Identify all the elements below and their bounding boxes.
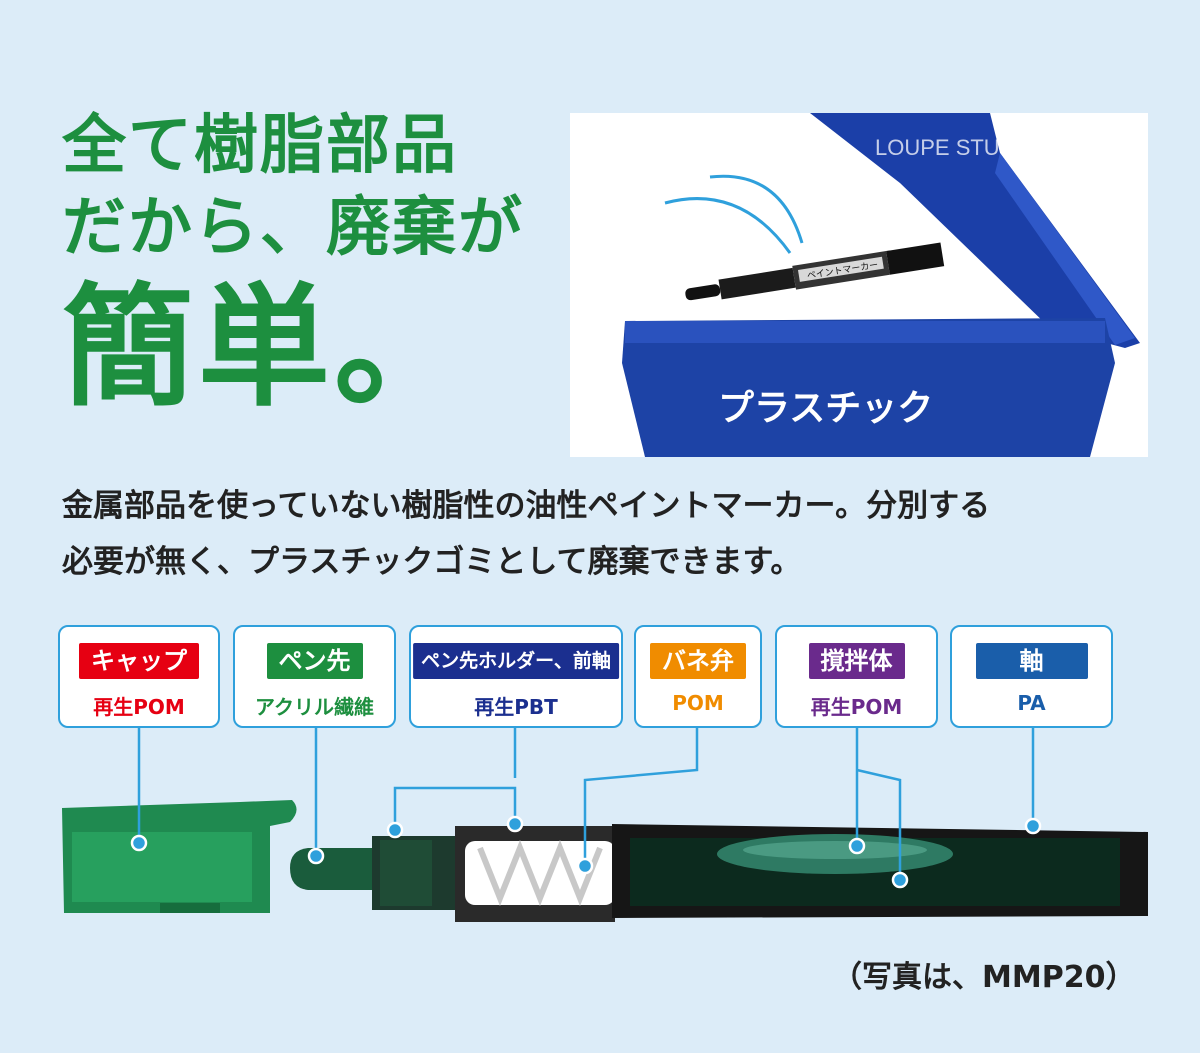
spring-valve-part: [465, 839, 615, 907]
recycle-bin-illustration: ペイントマーカー プラスチック LOUPE STUDIO: [622, 113, 1140, 457]
part-name: ペン先: [266, 643, 363, 679]
part-material: PA: [1017, 691, 1046, 715]
part-name: ペン先ホルダー、前軸: [413, 643, 619, 679]
bin-rim: [625, 321, 1105, 343]
marker-cross-section: [62, 728, 1148, 922]
bin-lid-edge: [995, 153, 1135, 345]
photo-caption: （写真は、MMP20）: [832, 960, 1136, 995]
part-label-agitator: 撹拌体 再生POM: [775, 625, 938, 728]
part-label-spring-valve: バネ弁 POM: [634, 625, 762, 728]
description-line-1: 金属部品を使っていない樹脂性の油性ペイントマーカー。分別する: [62, 488, 991, 524]
recycle-bin-photo: ペイントマーカー プラスチック LOUPE STUDIO: [570, 113, 1148, 457]
part-label-tip-holder: ペン先ホルダー、前軸 再生PBT: [409, 625, 623, 728]
motion-line: [664, 197, 792, 254]
description-line-2: 必要が無く、プラスチックゴミとして廃棄できます。: [62, 544, 802, 580]
description: 金属部品を使っていない樹脂性の油性ペイントマーカー。分別する 必要が無く、プラス…: [62, 478, 1152, 590]
part-name: 撹拌体: [808, 643, 905, 679]
leader-dots: [130, 815, 1042, 889]
headline: 全て樹脂部品 だから、廃棄が 簡単。: [62, 105, 524, 423]
part-name: バネ弁: [650, 643, 746, 679]
part-material: 再生POM: [810, 695, 903, 719]
marker-pen: ペイントマーカー: [685, 242, 945, 301]
tip-part: [290, 848, 378, 890]
cap-part: [62, 800, 297, 913]
part-material: POM: [672, 691, 724, 715]
part-name: 軸: [975, 643, 1088, 679]
bin-label: プラスチック: [718, 388, 933, 429]
part-label-tip: ペン先 アクリル繊維: [233, 625, 396, 728]
headline-line-2: だから、廃棄が: [62, 191, 524, 265]
leader-lines: [137, 728, 1035, 880]
headline-line-1: 全て樹脂部品: [62, 109, 458, 183]
watermark: LOUPE STUDIO: [875, 135, 1039, 160]
headline-emphasis: 簡単。: [62, 271, 470, 425]
motion-line: [709, 174, 804, 244]
part-name: キャップ: [79, 643, 199, 679]
part-label-cap: キャップ 再生POM: [58, 625, 220, 728]
part-label-barrel: 軸 PA: [950, 625, 1113, 728]
bin-lid: [810, 113, 1140, 348]
bin-body: [622, 318, 1115, 457]
part-material: アクリル繊維: [255, 695, 374, 719]
part-material: 再生PBT: [474, 695, 558, 719]
part-material: 再生POM: [93, 695, 185, 719]
agitator-part: [717, 834, 953, 874]
